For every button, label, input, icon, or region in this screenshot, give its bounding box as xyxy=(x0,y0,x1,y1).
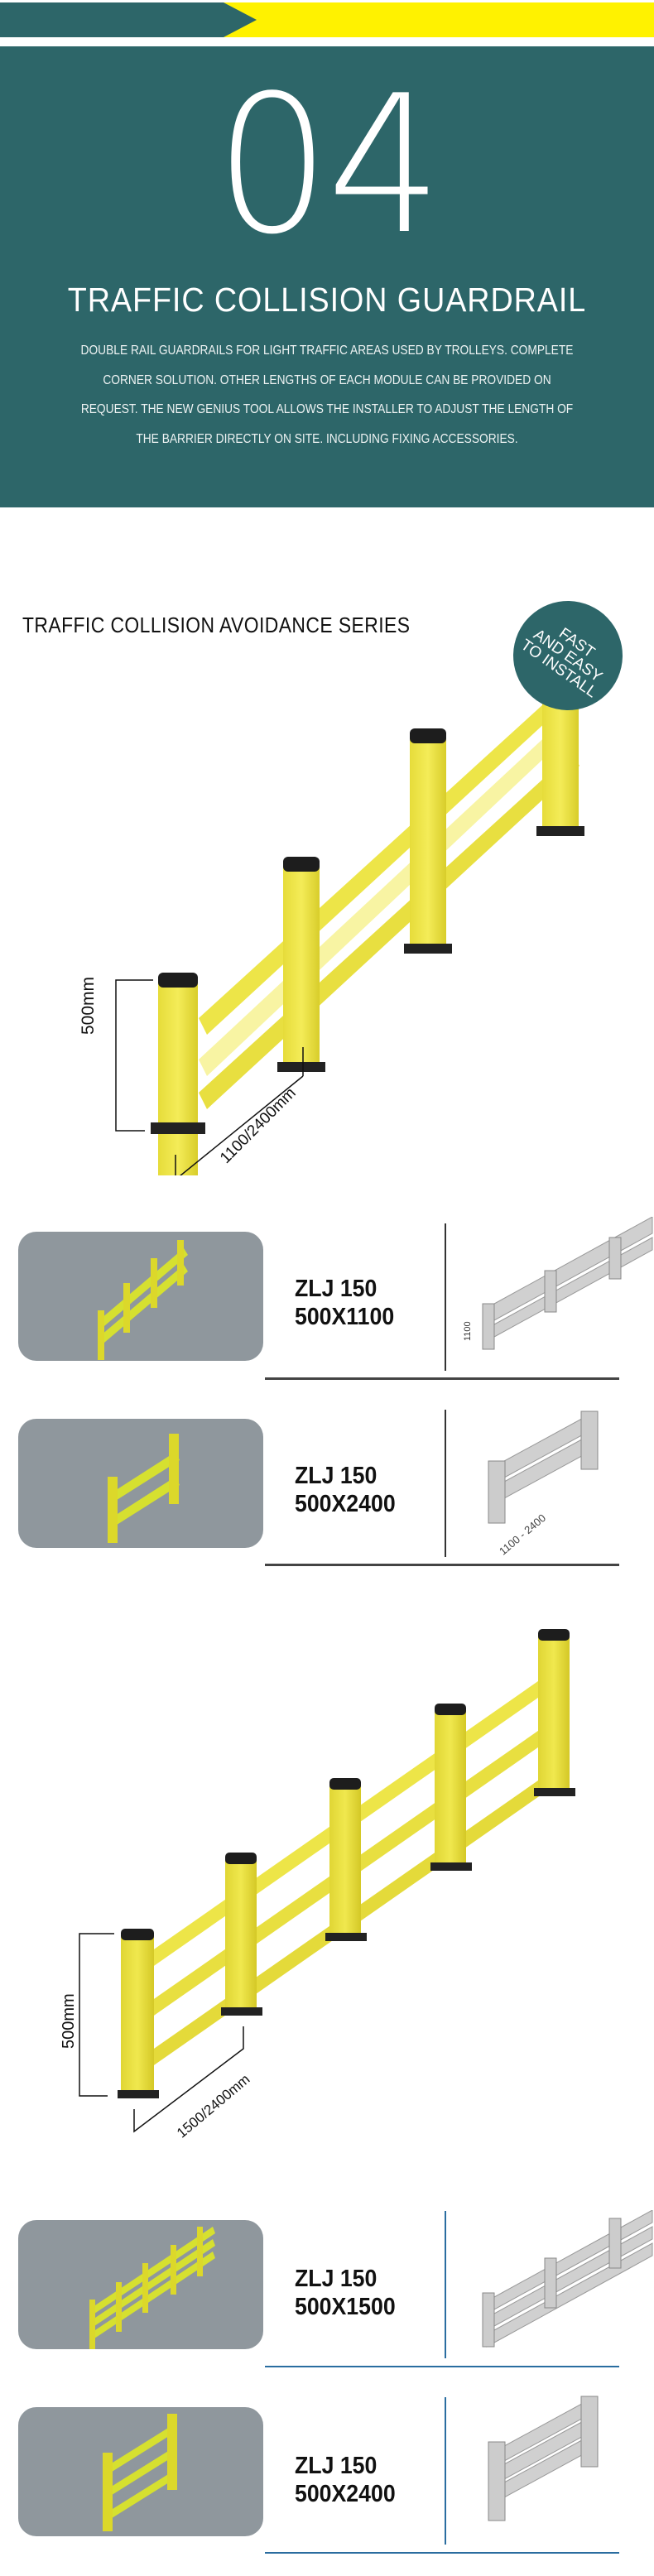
product-photo-card xyxy=(18,1232,263,1361)
product-photo-card xyxy=(18,2220,263,2349)
guardrail-thumbnail-icon xyxy=(108,1434,180,1543)
divider-horizontal xyxy=(265,1377,619,1380)
section-number: 04 xyxy=(214,55,442,276)
double-rail-guardrail-illustration xyxy=(115,679,584,1175)
product-photo-card xyxy=(18,1419,263,1548)
height-dimension-label: 500mm xyxy=(60,1993,78,2049)
divider-horizontal xyxy=(265,1564,619,1566)
hero-section: 04 TRAFFIC COLLISION GUARDRAIL DOUBLE RA… xyxy=(0,46,654,507)
svg-text:1100: 1100 xyxy=(463,1321,473,1341)
triple-rail-guardrail-illustration xyxy=(79,1629,575,2133)
page-description: DOUBLE RAIL GUARDRAILS FOR LIGHT TRAFFIC… xyxy=(80,344,574,446)
page-title: TRAFFIC COLLISION GUARDRAIL xyxy=(67,281,587,319)
guardrail-thumbnail-icon xyxy=(103,2414,177,2531)
technical-drawing-500x1500 xyxy=(482,2210,653,2348)
product-model: ZLJ 150 500X2400 xyxy=(295,2453,396,2507)
guardrail-thumbnail-icon xyxy=(89,2227,215,2349)
guardrail-thumbnail-icon xyxy=(98,1240,188,1360)
divider-horizontal xyxy=(265,2552,619,2554)
product-model: ZLJ 150 500X1500 xyxy=(295,2266,396,2320)
series-title: TRAFFIC COLLISION AVOIDANCE SERIES xyxy=(22,613,411,637)
product-model: ZLJ 150 500X1100 xyxy=(295,1276,395,1330)
product-model: ZLJ 150 500X2400 xyxy=(295,1463,396,1517)
divider-vertical xyxy=(445,2211,446,2358)
technical-drawing-500x1100: 1100 xyxy=(463,1217,653,1350)
product-photo-card xyxy=(18,2407,263,2536)
technical-drawing-500x2400 xyxy=(488,1411,599,1524)
divider-horizontal xyxy=(265,2366,619,2367)
technical-drawing-500x2400-triple xyxy=(488,2396,599,2521)
divider-vertical xyxy=(445,1223,446,1371)
divider-vertical xyxy=(445,2397,446,2545)
top-teal-arrow xyxy=(0,2,257,37)
height-dimension-label: 500mm xyxy=(79,976,98,1035)
divider-vertical xyxy=(445,1410,446,1557)
